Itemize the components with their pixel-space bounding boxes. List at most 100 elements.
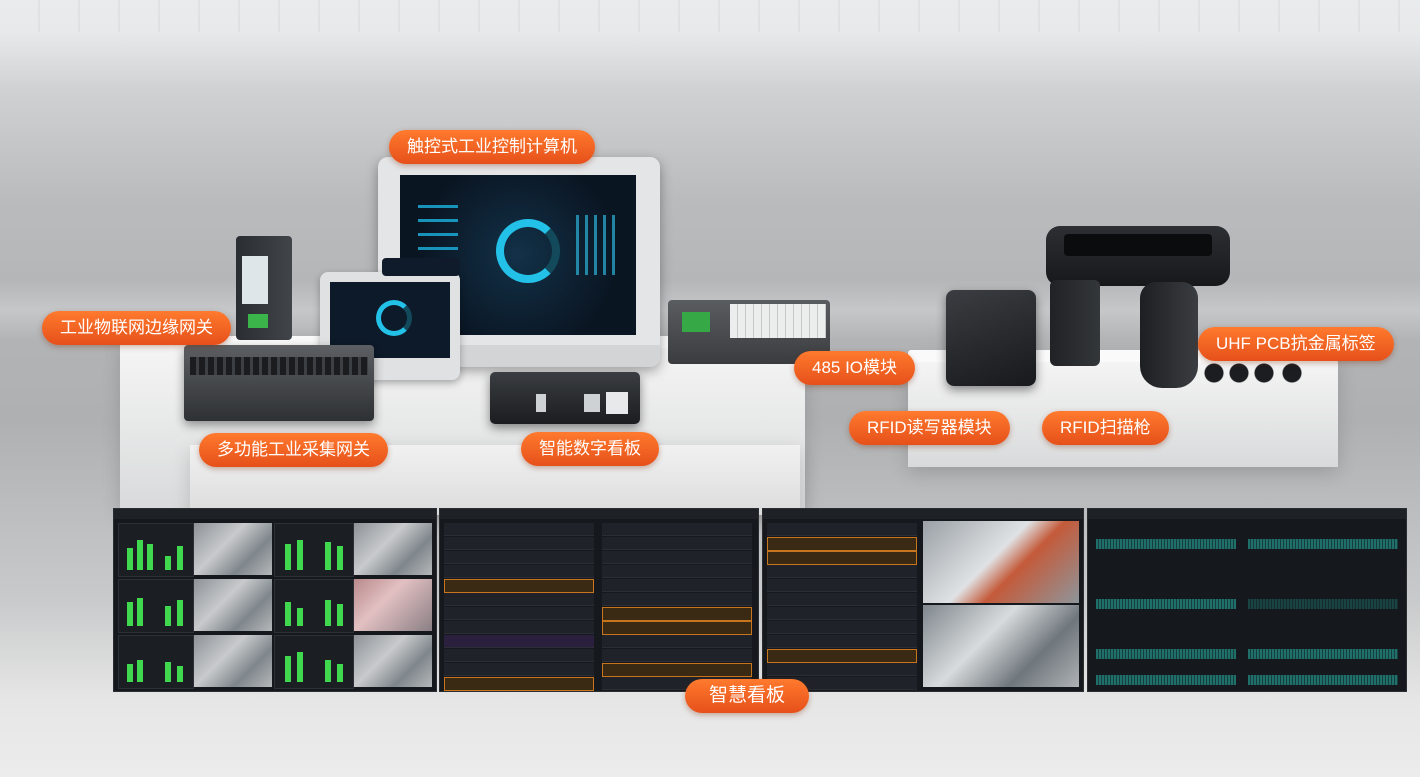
table-row bbox=[767, 565, 917, 578]
label-io-module: 485 IO模块 bbox=[794, 351, 916, 385]
gateway-terminal bbox=[248, 314, 268, 328]
trend-line bbox=[1248, 599, 1398, 609]
label-smart-board: 智慧看板 bbox=[685, 679, 810, 713]
table-row bbox=[767, 663, 917, 676]
table-row bbox=[602, 579, 752, 592]
table-row bbox=[444, 551, 594, 564]
panel-header bbox=[114, 509, 436, 519]
table-row bbox=[444, 565, 594, 578]
table-row bbox=[602, 523, 752, 536]
panel-header bbox=[440, 509, 758, 519]
camera-cell bbox=[354, 635, 432, 687]
trend-line bbox=[1248, 539, 1398, 549]
table-row bbox=[444, 663, 594, 676]
dashboard-panel-4 bbox=[1087, 508, 1407, 692]
label-rfid-module: RFID读写器模块 bbox=[849, 411, 1010, 445]
chart-cell bbox=[274, 579, 354, 633]
hdmi-port-icon bbox=[536, 394, 546, 412]
table-row bbox=[602, 635, 752, 648]
chart-cell bbox=[274, 523, 354, 577]
table-row bbox=[444, 677, 594, 691]
table-left bbox=[440, 521, 598, 691]
table-row bbox=[444, 593, 594, 606]
panel-header bbox=[1088, 509, 1406, 519]
table-row bbox=[767, 579, 917, 592]
label-iot-gateway: 工业物联网边缘网关 bbox=[42, 311, 231, 345]
table-row bbox=[602, 565, 752, 578]
side-chart bbox=[576, 215, 620, 275]
rfid-reader-device bbox=[946, 290, 1036, 386]
small-gauge-icon bbox=[376, 300, 412, 336]
gauge-ring-icon bbox=[496, 219, 560, 283]
small-panel-screen bbox=[330, 282, 450, 358]
chart-cell bbox=[118, 579, 194, 633]
trend-line bbox=[1248, 649, 1398, 659]
chart-cell bbox=[118, 523, 194, 577]
table-row bbox=[444, 649, 594, 662]
rfid-gun-screen bbox=[1064, 234, 1212, 256]
table-left bbox=[763, 521, 921, 690]
chart-cell bbox=[118, 635, 194, 689]
trend-line bbox=[1096, 539, 1236, 549]
table-row bbox=[767, 635, 917, 648]
ethernet-port-icon bbox=[606, 392, 628, 414]
table-row bbox=[444, 523, 594, 536]
camera-cell bbox=[923, 521, 1079, 603]
camera-cell bbox=[194, 635, 272, 687]
usb-port-icon bbox=[584, 394, 600, 412]
table-row bbox=[767, 607, 917, 620]
label-rfid-gun: RFID扫描枪 bbox=[1042, 411, 1169, 445]
table-row bbox=[767, 621, 917, 634]
io-terminal-block bbox=[730, 304, 826, 338]
rfid-gun-device bbox=[1046, 226, 1230, 286]
table-row bbox=[602, 593, 752, 606]
table-row bbox=[444, 579, 594, 593]
table-row bbox=[767, 537, 917, 551]
table-right bbox=[598, 521, 756, 690]
table-row bbox=[444, 635, 594, 648]
table-row bbox=[444, 537, 594, 550]
table-row bbox=[444, 621, 594, 634]
trend-line bbox=[1096, 675, 1236, 685]
touch-ipc-screen bbox=[400, 175, 636, 335]
label-uhf-tag: UHF PCB抗金属标签 bbox=[1198, 327, 1394, 361]
table-row bbox=[767, 649, 917, 663]
table-row bbox=[602, 663, 752, 677]
rfid-gun-body bbox=[1050, 280, 1100, 366]
dashboard-panel-3 bbox=[762, 508, 1084, 692]
trend-line bbox=[1096, 649, 1236, 659]
label-multi-gateway: 多功能工业采集网关 bbox=[199, 433, 388, 467]
io-green-connector bbox=[682, 312, 710, 332]
label-touch-ipc: 触控式工业控制计算机 bbox=[389, 130, 595, 164]
digital-board-device bbox=[490, 372, 640, 424]
small-panel-back bbox=[382, 258, 460, 276]
rfid-gun-handle bbox=[1140, 282, 1198, 388]
camera-cell bbox=[354, 579, 432, 631]
panel-header bbox=[763, 509, 1083, 519]
table-row bbox=[602, 621, 752, 635]
table-row bbox=[444, 607, 594, 620]
multi-gateway-device bbox=[184, 345, 374, 421]
table-row bbox=[602, 537, 752, 550]
label-digital-board: 智能数字看板 bbox=[521, 432, 659, 466]
ceiling-band bbox=[0, 0, 1420, 32]
chart-cell bbox=[274, 635, 354, 689]
multi-gateway-terminals bbox=[190, 357, 368, 375]
table-row bbox=[602, 649, 752, 662]
uhf-tags-icon bbox=[1204, 362, 1304, 384]
table-row bbox=[767, 523, 917, 536]
table-row bbox=[767, 593, 917, 606]
table-row bbox=[767, 551, 917, 565]
camera-cell bbox=[194, 579, 272, 631]
trend-line bbox=[1248, 675, 1398, 685]
gateway-face bbox=[242, 256, 268, 304]
table-row bbox=[602, 607, 752, 621]
dashboard-panel-1 bbox=[113, 508, 437, 692]
table-row bbox=[602, 551, 752, 564]
trend-line bbox=[1096, 599, 1236, 609]
io-module-device bbox=[668, 300, 830, 364]
camera-cell bbox=[354, 523, 432, 575]
iot-gateway-device bbox=[236, 236, 292, 340]
camera-cell bbox=[923, 605, 1079, 687]
dashboard-panel-2 bbox=[439, 508, 759, 692]
